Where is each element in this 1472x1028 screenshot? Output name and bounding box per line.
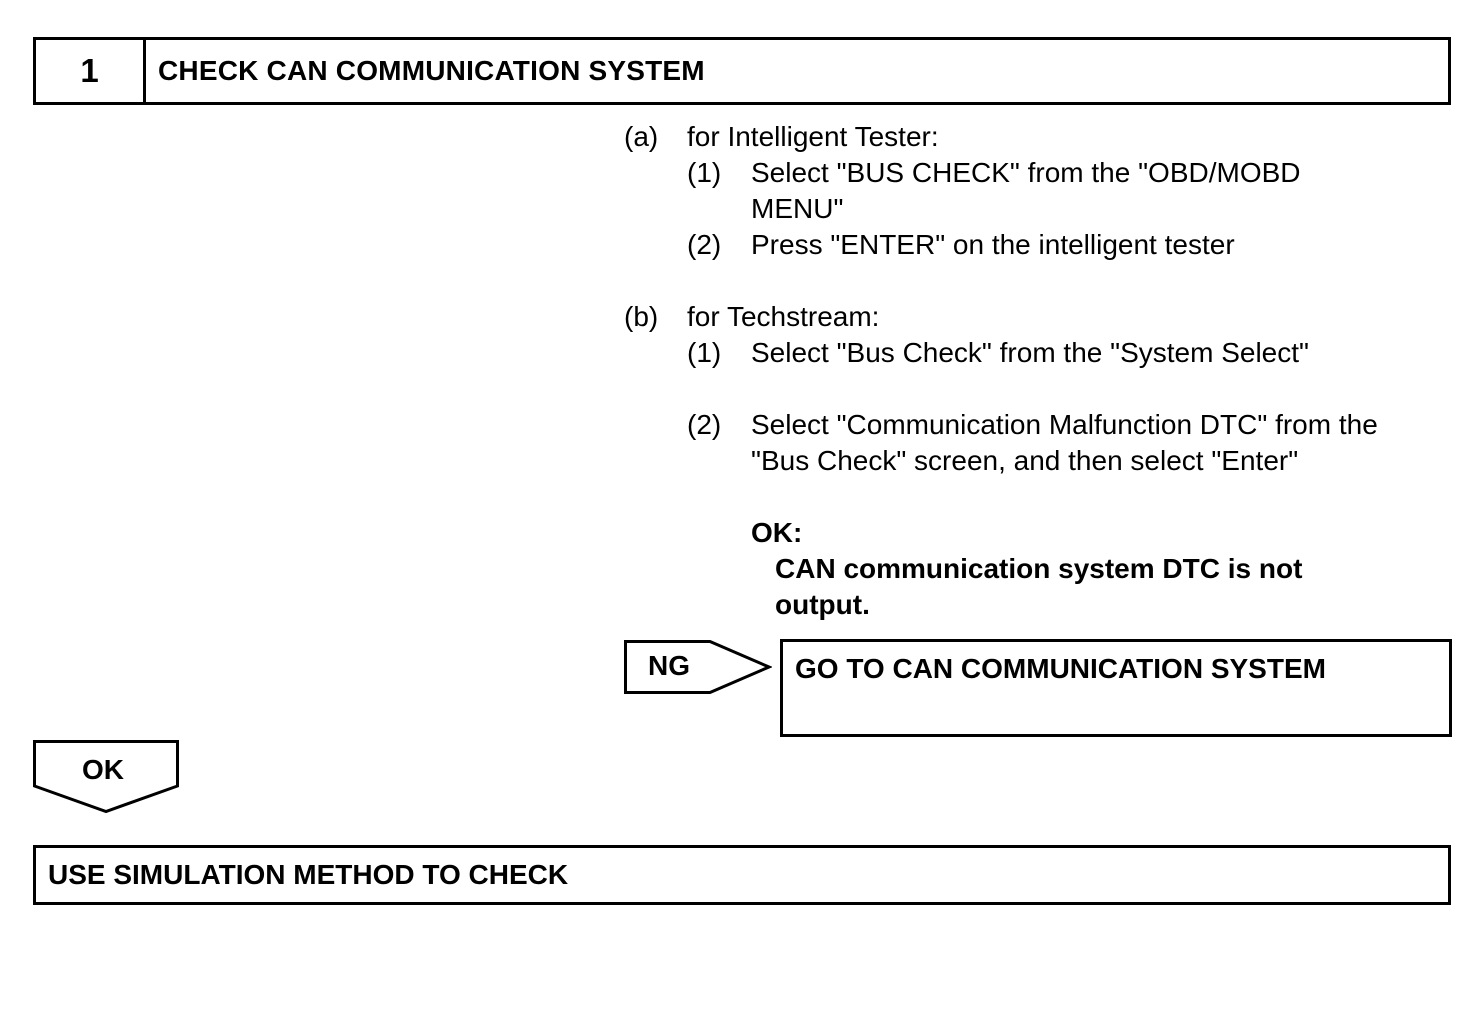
section-b-marker: (b) [624, 301, 659, 332]
section-a-item-1-marker: (1) [687, 157, 722, 188]
ok-criteria-line-2: output. [775, 589, 870, 620]
final-step-title: USE SIMULATION METHOD TO CHECK [48, 859, 569, 890]
section-b-item-1-line-1: Select "Bus Check" from the "System Sele… [751, 337, 1309, 368]
section-a-heading: for Intelligent Tester: [687, 121, 939, 152]
section-b-item-2-line-1: Select "Communication Malfunction DTC" f… [751, 409, 1378, 440]
ok-criteria-line-1: CAN communication system DTC is not [775, 553, 1303, 584]
final-step-box: USE SIMULATION METHOD TO CHECK [33, 845, 1451, 905]
step-header: 1 CHECK CAN COMMUNICATION SYSTEM [33, 37, 1451, 105]
section-a-item-2-line-1: Press "ENTER" on the intelligent tester [751, 229, 1235, 260]
step-title: CHECK CAN COMMUNICATION SYSTEM [158, 55, 705, 86]
ng-label: NG [648, 650, 690, 681]
ok-criteria-label: OK: [751, 517, 803, 548]
ok-label: OK [82, 754, 124, 785]
section-b-item-1-marker: (1) [687, 337, 722, 368]
ok-arrow-shape [33, 740, 179, 814]
ng-arrow-shape [624, 640, 772, 694]
section-b-item-2-line-2: "Bus Check" screen, and then select "Ent… [751, 445, 1299, 476]
section-a-item-1-line-2: MENU" [751, 193, 844, 224]
section-a-item-2-marker: (2) [687, 229, 722, 260]
step-number: 1 [36, 40, 146, 102]
section-b-item-2-marker: (2) [687, 409, 722, 440]
section-a-marker: (a) [624, 121, 659, 152]
section-b-heading: for Techstream: [687, 301, 880, 332]
ng-target-text: GO TO CAN COMMUNICATION SYSTEM [795, 653, 1326, 684]
ng-target-box: GO TO CAN COMMUNICATION SYSTEM [780, 639, 1452, 737]
section-a-item-1-line-1: Select "BUS CHECK" from the "OBD/MOBD [751, 157, 1301, 188]
